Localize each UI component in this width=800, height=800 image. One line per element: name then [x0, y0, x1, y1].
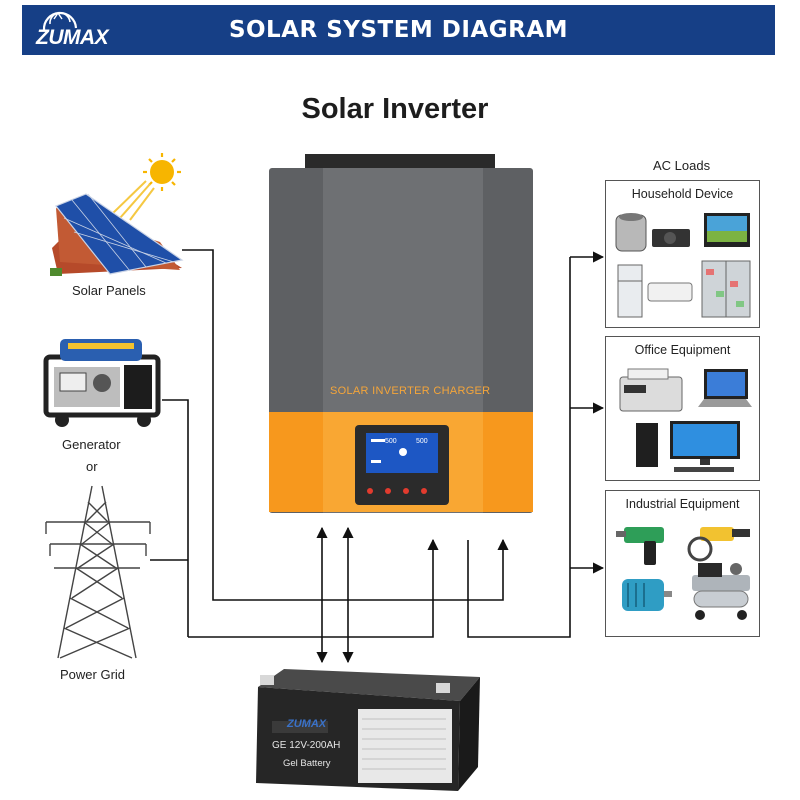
industrial-box: Industrial Equipment — [605, 490, 760, 637]
household-box: Household Device — [605, 180, 760, 328]
household-title: Household Device — [631, 187, 734, 201]
lcd-reading-1: 500 — [385, 438, 397, 445]
battery-icon — [256, 669, 480, 791]
solar-wire — [182, 249, 509, 601]
power-tower-icon — [45, 485, 151, 659]
generator-label: Generator — [62, 437, 121, 452]
banner-title: SOLAR SYSTEM DIAGRAM — [228, 17, 569, 43]
power-grid-label: Power Grid — [60, 667, 126, 682]
solar-panel-icon — [50, 153, 184, 276]
battery-brand: ZUMAX — [287, 718, 327, 730]
sun-icon — [111, 153, 181, 221]
generator-icon — [43, 339, 161, 427]
grid-inverter-wire — [188, 538, 439, 638]
brand-logo: ZUMAX — [28, 8, 138, 52]
ac-loads-label: AC Loads — [653, 158, 711, 173]
industrial-title: Industrial Equipment — [625, 497, 740, 511]
industrial-equipment-icon — [616, 527, 750, 620]
solar-panels-label: Solar Panels — [72, 283, 146, 298]
header-banner: ZUMAX SOLAR SYSTEM DIAGRAM — [22, 5, 775, 55]
generator-wire — [162, 399, 189, 637]
household-appliances-icon — [615, 213, 751, 318]
ac-output-wire — [467, 257, 571, 638]
battery-type: Gel Battery — [283, 758, 331, 769]
diagram-title: Solar Inverter — [301, 93, 489, 125]
inverter-label: SOLAR INVERTER CHARGER — [330, 385, 491, 397]
office-box: Office Equipment — [605, 336, 760, 481]
battery-model: GE 12V-200AH — [272, 740, 341, 751]
logo-text: ZUMAX — [36, 26, 109, 49]
lcd-reading-2: 500 — [416, 438, 428, 445]
office-equipment-icon — [619, 368, 752, 472]
logo-swoosh-icon — [42, 11, 78, 31]
inverter-unit — [269, 154, 533, 513]
office-title: Office Equipment — [634, 343, 731, 357]
or-label: or — [86, 459, 98, 474]
